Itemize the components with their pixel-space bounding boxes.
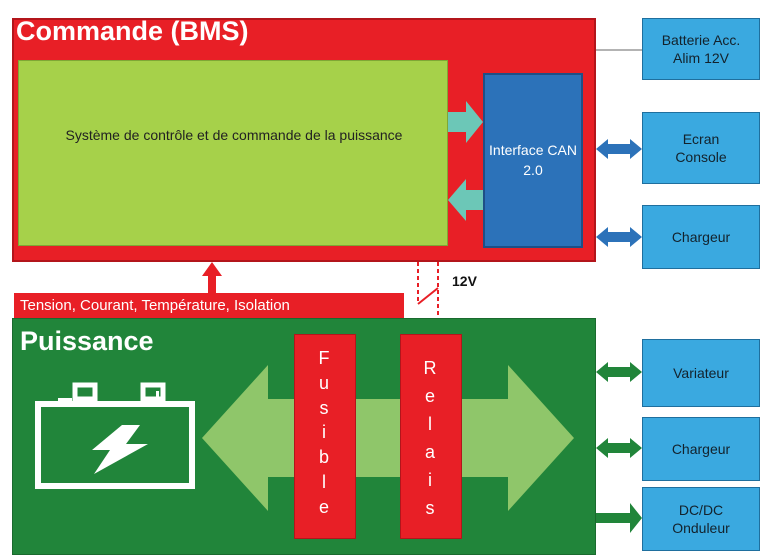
- fuse-letter: l: [322, 471, 326, 492]
- power-title: Puissance: [20, 326, 154, 356]
- control-system-box: [18, 60, 448, 246]
- dcdc-line2: Onduleur: [672, 520, 730, 536]
- charger-top-double-arrow: [596, 227, 642, 247]
- relay-label: R e l a i s: [412, 354, 448, 522]
- dcdc-line1: DC/DC: [678, 502, 724, 518]
- variator-box: Variateur: [642, 339, 760, 407]
- relay-letter: a: [424, 442, 435, 462]
- screen-console-line1: Ecran: [682, 131, 720, 147]
- can-interface-label: Interface CAN 2.0: [489, 142, 577, 178]
- can-interface-box: [483, 73, 583, 248]
- screen-console-box: Ecran Console: [642, 112, 760, 184]
- can-to-control-arrow: [448, 179, 483, 221]
- variator-label: Variateur: [673, 365, 729, 381]
- fuse-letter: u: [318, 372, 329, 393]
- fuse-letter: i: [322, 422, 326, 443]
- battery-accessory-line1: Batterie Acc.: [661, 32, 741, 48]
- control-system-label: Système de contrôle et de commande de la…: [65, 127, 403, 143]
- relay-letter: i: [428, 470, 432, 490]
- bms-title: Commande (BMS): [16, 16, 249, 46]
- fuse-letter: e: [318, 496, 329, 517]
- charger-top-label: Chargeur: [671, 229, 731, 245]
- supply-switch-line: [417, 287, 439, 305]
- battery-accessory-box: Batterie Acc. Alim 12V: [642, 18, 760, 80]
- lightning-icon: [92, 425, 148, 474]
- relay-letter: s: [425, 498, 435, 518]
- relay-letter: R: [423, 358, 437, 378]
- relay-bar: [400, 334, 462, 539]
- dcdc-arrow: [596, 503, 642, 533]
- variator-double-arrow: [596, 362, 642, 382]
- relay-letter: e: [424, 386, 435, 406]
- sensor-measurements-label: Tension, Courant, Température, Isolation: [14, 293, 404, 318]
- charger-bottom-box: Chargeur: [642, 417, 760, 481]
- battery-icon: [35, 382, 195, 489]
- fuse-letter: F: [318, 348, 330, 368]
- charger-top-box: Chargeur: [642, 205, 760, 269]
- fuse-bar: [294, 334, 356, 539]
- control-to-can-arrow: [448, 101, 483, 143]
- screen-double-arrow: [596, 139, 642, 159]
- screen-console-line2: Console: [675, 149, 727, 165]
- sensor-up-arrow: [202, 262, 222, 293]
- fuse-letter: s: [319, 397, 329, 418]
- charger-bottom-double-arrow: [596, 438, 642, 458]
- battery-accessory-line2: Alim 12V: [672, 50, 730, 66]
- dcdc-inverter-box: DC/DC Onduleur: [642, 487, 760, 551]
- power-flow-double-arrow: [202, 365, 574, 511]
- supply-12v-label: 12V: [452, 273, 477, 289]
- relay-letter: l: [428, 414, 432, 434]
- charger-bottom-label: Chargeur: [671, 441, 731, 457]
- fuse-label: F u s i b l e: [306, 346, 342, 520]
- fuse-letter: b: [318, 447, 329, 468]
